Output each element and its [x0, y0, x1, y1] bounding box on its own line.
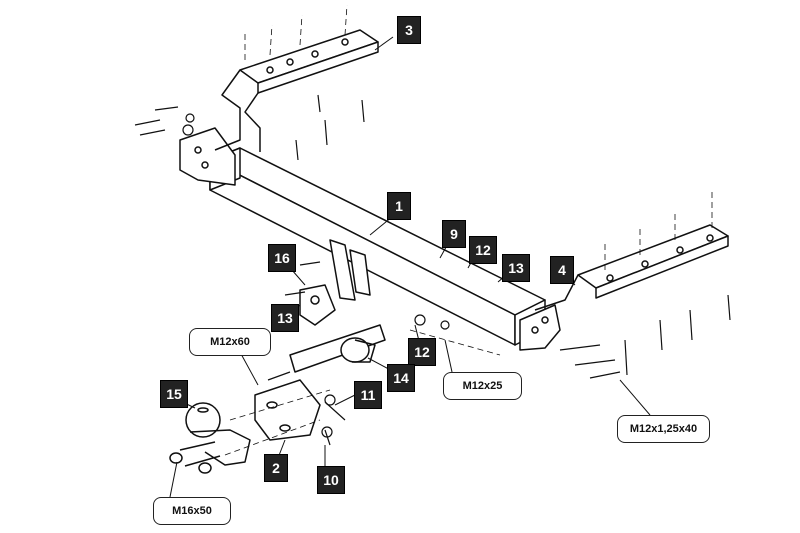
part-label-14: 14	[387, 364, 415, 392]
callout-m12x125x40: M12x1,25x40	[617, 415, 710, 443]
plate-13	[299, 284, 336, 326]
part-label-13-right: 13	[502, 254, 530, 282]
guide-lines	[224, 4, 713, 456]
left-side-plate	[179, 127, 236, 186]
part-label-4: 4	[550, 256, 574, 284]
callout-m12x60: M12x60	[189, 328, 271, 356]
bracket-3	[214, 29, 379, 152]
part-label-15: 15	[160, 380, 188, 408]
right-side-plate	[519, 304, 561, 351]
callout-m12x25: M12x25	[443, 372, 522, 400]
part-label-3: 3	[397, 16, 421, 44]
part-label-13-left: 13	[271, 304, 299, 332]
bolts	[134, 94, 731, 446]
part-label-12-bottom: 12	[408, 338, 436, 366]
part-label-1: 1	[387, 192, 411, 220]
bracket-4	[534, 224, 729, 311]
part-label-10: 10	[317, 466, 345, 494]
part-label-2: 2	[264, 454, 288, 482]
part-label-11: 11	[354, 381, 382, 409]
callout-m16x50: M16x50	[153, 497, 231, 525]
socket-plate	[340, 337, 376, 363]
part-label-12-top: 12	[469, 236, 497, 264]
part-label-16: 16	[268, 244, 296, 272]
center-mount-arm	[289, 239, 386, 373]
ball-mount-plate	[254, 379, 321, 441]
part-label-9: 9	[442, 220, 466, 248]
tow-ball	[169, 402, 251, 474]
